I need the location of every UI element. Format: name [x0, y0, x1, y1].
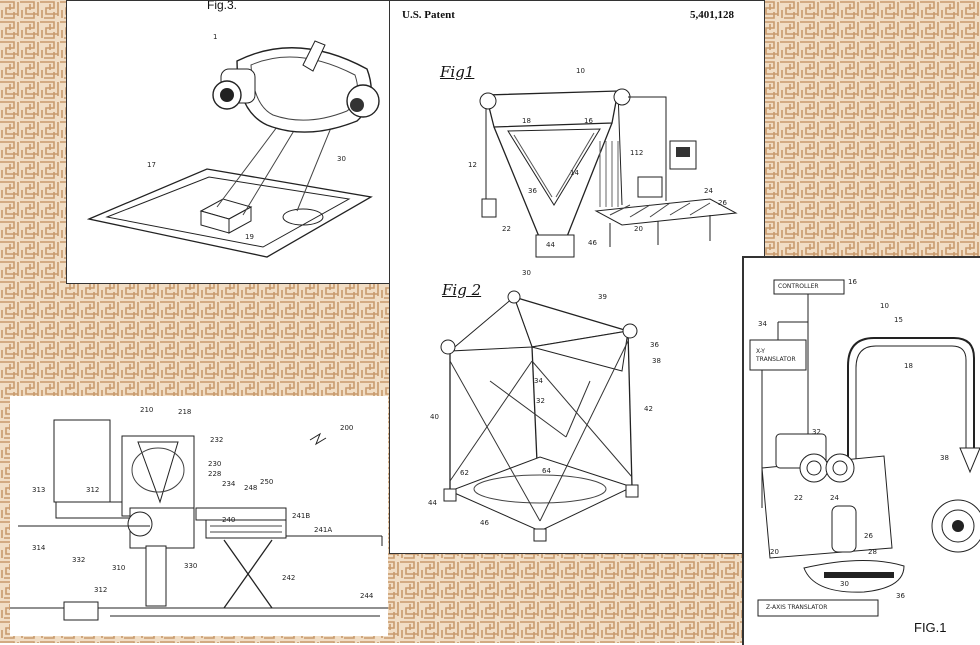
fig1-right-number: 10 [880, 302, 889, 310]
machine-label: 312 [86, 486, 100, 494]
machine-label: 241A [314, 526, 333, 534]
fig1-label: 20 [634, 225, 643, 233]
fig1-right-number: 38 [940, 454, 949, 462]
patent-drawings [440, 88, 738, 542]
fig3-caption: Fig.3. [207, 0, 238, 12]
machine-label: 313 [32, 486, 46, 494]
machine-label: 230 [208, 460, 222, 468]
machine-label: 210 [140, 406, 154, 414]
fig2-label: 46 [480, 519, 489, 527]
machine-label: 241B [292, 512, 311, 520]
fig3-label-object: 19 [245, 233, 254, 241]
fig2-label: 39 [598, 293, 607, 301]
machine-drawing [10, 419, 388, 621]
controller-label: CONTROLLER [778, 283, 819, 290]
fig1-label: 22 [502, 225, 511, 233]
xy-translator-label: X-Y TRANSLATOR [756, 348, 796, 363]
z-axis-translator-label: Z-AXIS TRANSLATOR [766, 604, 828, 611]
fig3-label-device: 1 [213, 33, 218, 41]
patent-number: 5,401,128 [690, 9, 734, 21]
machine-label: 250 [260, 478, 274, 486]
fig1-right-number: 15 [894, 316, 903, 324]
fig1-right-number: 34 [758, 320, 767, 328]
fig3-drawing [86, 40, 380, 258]
fig2-label: 38 [652, 357, 661, 365]
fig1-right-number: 16 [848, 278, 857, 286]
fig1-right-number: 26 [864, 532, 873, 540]
machine-panel: 210 218 232 230 228 234 200 313 312 314 … [10, 396, 388, 636]
fig1-label: 12 [468, 161, 477, 169]
machine-label: 234 [222, 480, 236, 488]
fig2-label: 30 [522, 269, 531, 277]
fig1-label: 16 [584, 117, 593, 125]
machine-label: 242 [282, 574, 296, 582]
machine-label: 248 [244, 484, 258, 492]
fig1-right-panel: CONTROLLER X-Y TRANSLATOR Z-AXIS TRANSLA… [742, 256, 980, 645]
fig1-label: 24 [704, 187, 713, 195]
fig3-label-beam: 30 [337, 155, 346, 163]
fig1-label: 36 [528, 187, 537, 195]
machine-label: 240 [222, 516, 236, 524]
machine-label: 244 [360, 592, 374, 600]
machine-label: 232 [210, 436, 224, 444]
machine-label: 218 [178, 408, 192, 416]
fig1-right-drawing [749, 279, 980, 617]
fig3-panel: Fig.3. 1 30 17 19 [66, 0, 390, 284]
fig2-label: 36 [650, 341, 659, 349]
fig1-label: 46 [588, 239, 597, 247]
fig1-right-number: 24 [830, 494, 839, 502]
machine-label: 228 [208, 470, 222, 478]
fig1-label: 112 [630, 149, 644, 157]
fig2-label: 32 [536, 397, 545, 405]
fig2-label: 44 [428, 499, 437, 507]
machine-label: 314 [32, 544, 46, 552]
fig1-label: 18 [522, 117, 531, 125]
fig1-right-number: 32 [812, 428, 821, 436]
fig1-label: 44 [546, 241, 555, 249]
fig2-label: 40 [430, 413, 439, 421]
patent-panel: U.S. Patent 5,401,128 Fig1 Fig 2 [389, 0, 765, 554]
fig1-right-number: 18 [904, 362, 913, 370]
patent-header-left: U.S. Patent [402, 9, 455, 21]
fig2-label: 62 [460, 469, 469, 477]
machine-label: 200 [340, 424, 354, 432]
fig2-label: 64 [542, 467, 551, 475]
fig1-label: 10 [576, 67, 585, 75]
machine-label: 312 [94, 586, 108, 594]
fig2-title: Fig 2 [442, 281, 482, 299]
fig1-label: 26 [718, 199, 727, 207]
fig1-label: 14 [570, 169, 579, 177]
fig1-right-caption: FIG.1 [914, 620, 947, 635]
fig1-title: Fig1 [440, 63, 475, 81]
fig2-label: 34 [534, 377, 543, 385]
fig2-label: 42 [644, 405, 653, 413]
fig1-right-number: 22 [794, 494, 803, 502]
machine-label: 330 [184, 562, 198, 570]
fig3-label-plane: 17 [147, 161, 156, 169]
fig1-right-number: 30 [840, 580, 849, 588]
fig1-right-number: 20 [770, 548, 779, 556]
machine-label: 310 [112, 564, 126, 572]
fig1-right-number: 36 [896, 592, 905, 600]
machine-label: 332 [72, 556, 86, 564]
fig1-right-number: 28 [868, 548, 877, 556]
